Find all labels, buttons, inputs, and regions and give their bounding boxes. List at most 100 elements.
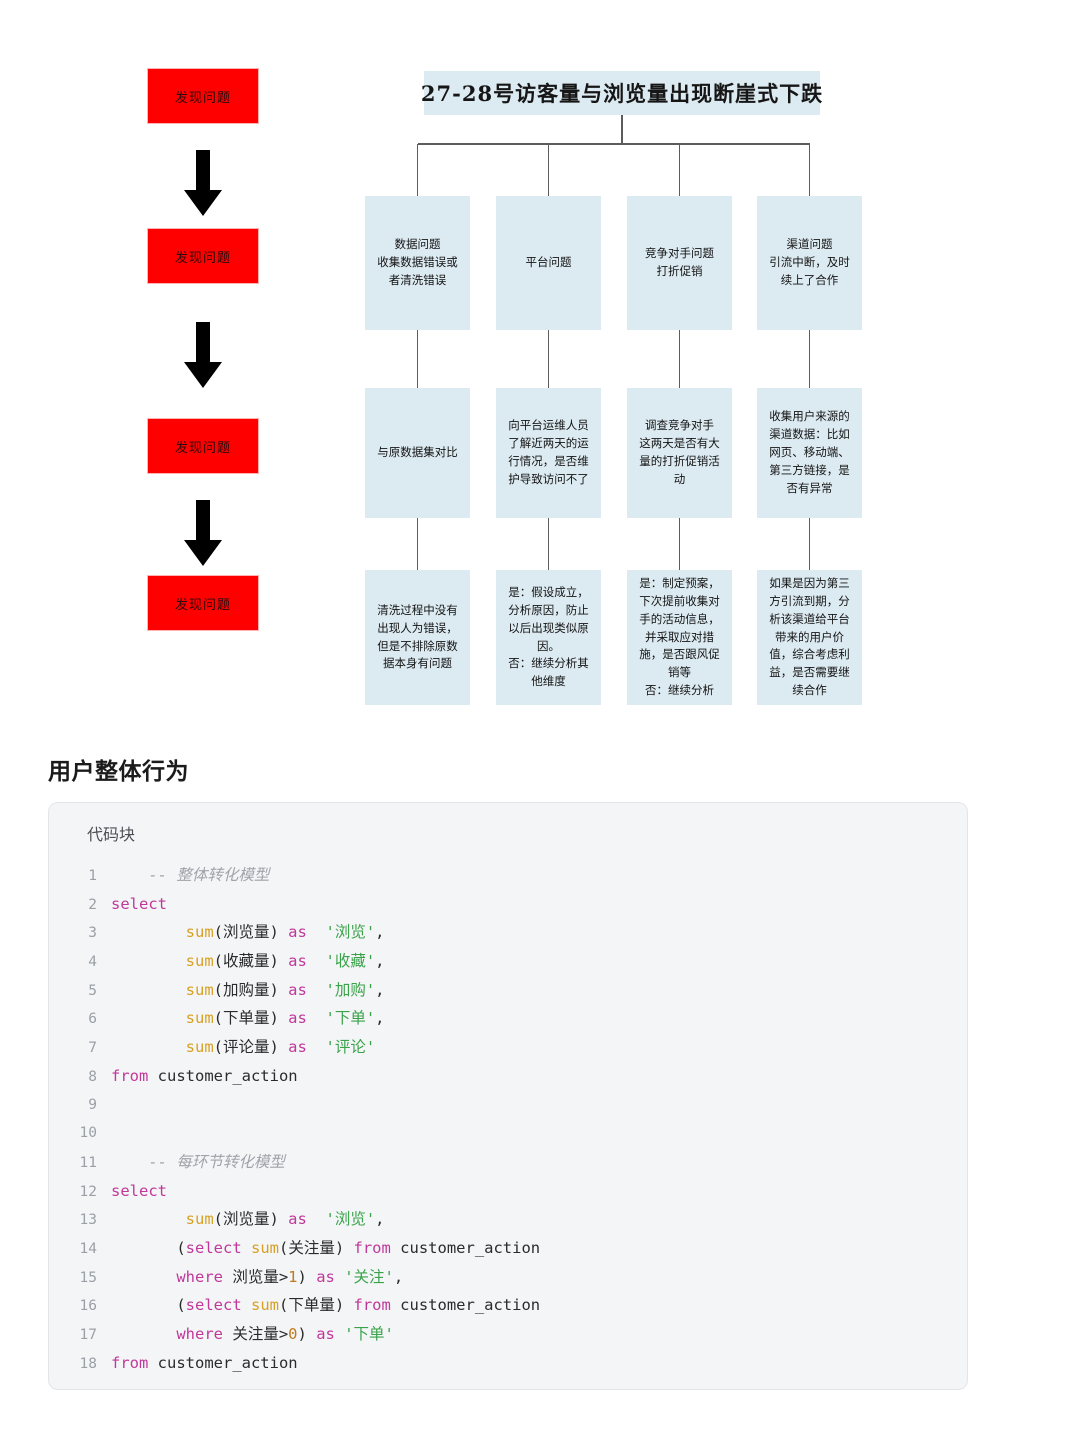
code-token-plain: customer_action (148, 1066, 298, 1085)
code-line: 15 where 浏览量>1) as '关注', (49, 1263, 967, 1292)
analysis-diagram: 发现问题发现问题发现问题发现问题 27-28号访客量与浏览量出现断崖式下跌数据问… (147, 68, 862, 705)
code-token-plain (111, 952, 186, 970)
action-node: 与原数据集对比 (365, 388, 470, 518)
conclusion-node-label: 如果是因为第三 方引流到期，分 析该渠道给平台 带来的用户价 值，综合考虑利 益… (769, 576, 850, 698)
code-line-content: sum(评论量) as '评论' (111, 1033, 376, 1062)
code-line-number: 17 (79, 1327, 97, 1343)
code-token-function: sum (185, 1038, 214, 1057)
code-line-content: (select sum(关注量) from customer_action (111, 1234, 540, 1263)
code-token-plain: customer_action (390, 1296, 541, 1315)
code-token-plain (307, 1038, 326, 1056)
code-token-keyword: as (288, 1210, 307, 1229)
code-token-plain: customer_action (390, 1238, 541, 1257)
code-line-number: 6 (88, 1011, 97, 1028)
code-token-plain: ) (297, 1267, 317, 1286)
code-token-plain (111, 1268, 176, 1286)
code-line-content: sum(收藏量) as '收藏', (111, 947, 385, 976)
code-line-number: 2 (88, 896, 97, 913)
code-token-plain: ( (111, 1238, 186, 1257)
code-token-plain (111, 1038, 186, 1056)
code-token-keyword: from (353, 1296, 391, 1315)
code-line: 4 sum(收藏量) as '收藏', (49, 947, 967, 976)
code-line: 16 (select sum(下单量) from customer_action (49, 1291, 967, 1320)
action-node: 向平台运维人员 了解近两天的运 行情况，是否维 护导致访问不了 (496, 388, 601, 518)
tree-branch-drop (808, 144, 811, 196)
tree-node-connector (416, 518, 419, 570)
code-token-keyword: as (288, 952, 307, 971)
code-token-plain (242, 1296, 251, 1314)
code-line-content: -- 每环节转化模型 (111, 1148, 285, 1177)
conclusion-node-label: 是：制定预案， 下次提前收集对 手的活动信息， 并采取应对措 施，是否跟风促 销… (639, 576, 720, 698)
tree-node-connector (416, 330, 419, 388)
code-token-plain: (浏览量) (213, 923, 289, 942)
tree-node-connector (808, 518, 811, 570)
code-token-plain: (加购量) (213, 980, 289, 999)
code-token-comment: -- 整体转化模型 (111, 866, 270, 884)
cause-node: 平台问题 (496, 196, 601, 330)
code-token-plain: (浏览量) (213, 1210, 289, 1229)
conclusion-node: 清洗过程中没有 出现人为错误， 但是不排除原数 据本身有问题 (365, 570, 470, 705)
code-token-number: 0 (288, 1325, 298, 1343)
tree-branch-drop (547, 144, 550, 196)
code-token-plain (111, 1009, 186, 1027)
code-token-plain: , (375, 923, 385, 942)
tree-root-title: 27-28号访客量与浏览量出现断崖式下跌 (421, 71, 822, 115)
code-line-number: 16 (79, 1298, 97, 1315)
code-line: 9 (49, 1091, 967, 1120)
tree-branch-drop (416, 144, 419, 196)
code-line-content: select (111, 890, 167, 919)
code-line-content: sum(浏览量) as '浏览', (111, 1205, 385, 1234)
action-node-label: 调查竞争对手 这两天是否有大 量的打折促销活 动 (639, 418, 720, 486)
code-line: 10 (49, 1119, 967, 1148)
code-line-content: where 浏览量>1) as '关注', (111, 1263, 403, 1292)
tree-node-connector (547, 518, 550, 570)
tree-node-connector (547, 330, 550, 388)
code-line: 13 sum(浏览量) as '浏览', (49, 1205, 967, 1234)
code-token-keyword: from (353, 1238, 391, 1257)
code-line-number: 8 (88, 1068, 97, 1085)
code-token-keyword: from (111, 1353, 149, 1372)
problem-step-box: 发现问题 (147, 575, 259, 631)
code-token-keyword: select (111, 1181, 167, 1200)
code-token-plain: , (375, 1210, 385, 1229)
code-token-keyword: select (111, 894, 167, 913)
tree-node-connector (678, 518, 681, 570)
code-token-plain: (收藏量) (213, 952, 289, 971)
arrow-down-icon (181, 322, 225, 390)
code-token-plain (307, 952, 326, 970)
code-token-plain (307, 981, 326, 999)
code-line-number: 14 (79, 1240, 97, 1257)
cause-node-label: 平台问题 (525, 255, 572, 270)
code-token-string: '收藏' (325, 952, 376, 971)
action-node: 收集用户来源的 渠道数据：比如 网页、移动端、 第三方链接，是 否有异常 (757, 388, 862, 518)
code-line: 7 sum(评论量) as '评论' (49, 1033, 967, 1062)
code-line-number: 13 (79, 1212, 97, 1229)
code-token-plain: (下单量) (279, 1296, 354, 1315)
problem-step-label: 发现问题 (174, 440, 231, 456)
page-section-title: 用户整体行为 (48, 758, 189, 784)
code-token-plain: , (375, 980, 385, 999)
code-token-plain: 关注量> (223, 1325, 289, 1343)
code-token-string: '关注' (344, 1267, 394, 1286)
problem-step-label: 发现问题 (174, 250, 231, 266)
code-token-string: '评论' (325, 1038, 376, 1057)
code-token-string: '浏览' (325, 923, 376, 942)
code-line-number: 9 (88, 1096, 97, 1113)
code-token-comment: -- 每环节转化模型 (111, 1152, 285, 1171)
conclusion-node: 是：假设成立， 分析原因，防止 以后出现类似原 因。 否：继续分析其 他维度 (496, 570, 601, 705)
code-token-plain (307, 1009, 326, 1027)
code-line-number: 10 (79, 1125, 97, 1142)
cause-node: 数据问题 收集数据错误或 者清洗错误 (365, 196, 470, 330)
tree-node-connector (678, 330, 681, 388)
code-line-content: sum(浏览量) as '浏览', (111, 918, 385, 947)
code-token-plain: , (393, 1267, 404, 1286)
code-token-function: sum (185, 1210, 214, 1229)
code-token-keyword: select (185, 1238, 242, 1257)
code-token-plain: 浏览量> (223, 1267, 289, 1286)
tree-branch-drop (678, 144, 681, 196)
conclusion-node-label: 是：假设成立， 分析原因，防止 以后出现类似原 因。 否：继续分析其 他维度 (508, 585, 589, 689)
cause-node-label: 数据问题 收集数据错误或 者清洗错误 (377, 237, 458, 287)
